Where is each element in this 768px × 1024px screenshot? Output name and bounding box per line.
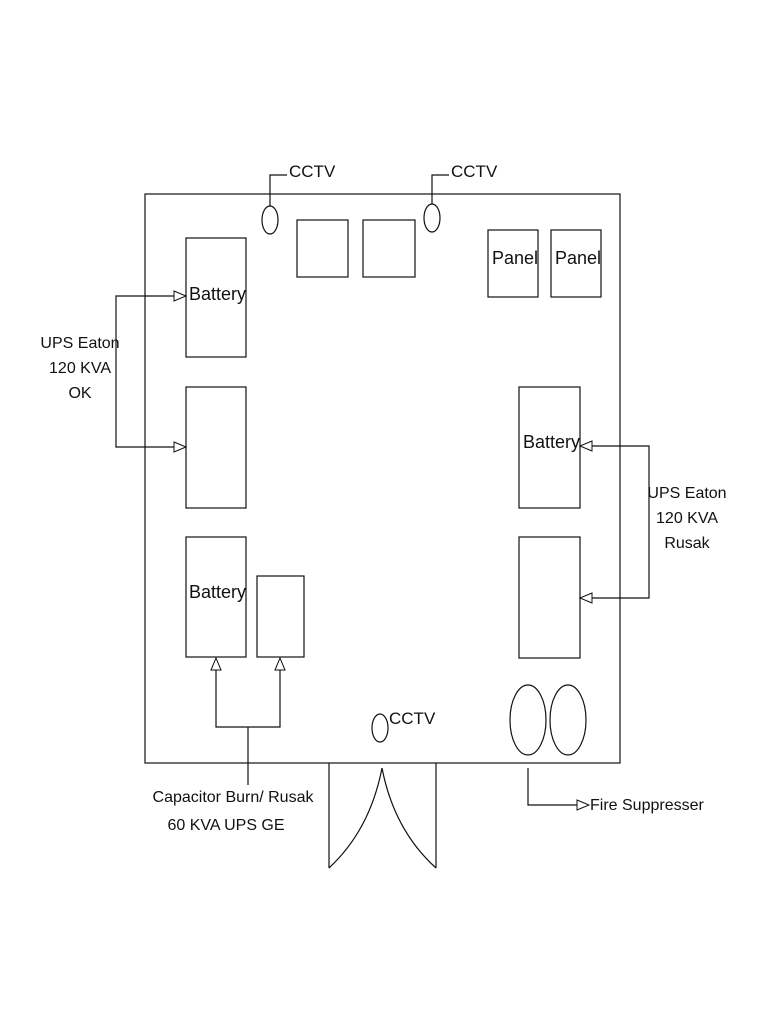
capacitor-label: Capacitor Burn/ Rusak 60 KVA UPS GE <box>153 789 315 834</box>
battery-top-left: Battery <box>185 237 247 358</box>
door <box>328 763 437 869</box>
panel-1-label: Panel <box>492 248 538 268</box>
fire-suppresser-label: Fire Suppresser <box>590 797 704 814</box>
ups-unit-right <box>518 536 581 659</box>
ups-ok-label: UPS Eaton 120 KVA OK <box>40 335 119 402</box>
battery-bottom-left: Battery <box>185 536 247 658</box>
ups-ok-line-2: 120 KVA <box>49 360 111 377</box>
battery-top-left-label: Battery <box>189 284 246 304</box>
fire-tank-2 <box>549 684 587 756</box>
battery-right: Battery <box>518 386 581 509</box>
ups-rusak-line-2: 120 KVA <box>656 510 718 527</box>
cctv-camera-bottom: CCTV <box>371 709 436 743</box>
fire-tank-1 <box>509 684 547 756</box>
ups-unit-left <box>185 386 247 509</box>
capacitor-line-1: Capacitor Burn/ Rusak <box>153 789 315 806</box>
top-cabinet-2 <box>362 219 416 278</box>
top-cabinet-1 <box>296 219 349 278</box>
panel-2: Panel <box>550 229 602 298</box>
panel-2-label: Panel <box>555 248 601 268</box>
panel-1: Panel <box>487 229 539 298</box>
ups-rusak-line-3: Rusak <box>664 535 710 552</box>
cctv-camera-top-left: CCTV <box>261 162 336 235</box>
cctv-label-top-left: CCTV <box>289 162 336 181</box>
ups-ok-line-1: UPS Eaton <box>40 335 119 352</box>
ups-rusak-label: UPS Eaton 120 KVA Rusak <box>647 485 726 552</box>
cctv-camera-top-right: CCTV <box>423 162 498 233</box>
cctv-label-bottom: CCTV <box>389 709 436 728</box>
ups-ge-unit <box>256 575 305 658</box>
capacitor-connector <box>210 656 286 785</box>
ups-rusak-line-1: UPS Eaton <box>647 485 726 502</box>
battery-right-label: Battery <box>523 432 580 452</box>
capacitor-line-2: 60 KVA UPS GE <box>167 817 284 834</box>
ups-rusak-connector <box>578 440 650 604</box>
ups-ok-connector <box>115 290 188 453</box>
ups-ok-line-3: OK <box>68 385 91 402</box>
cctv-label-top-right: CCTV <box>451 162 498 181</box>
battery-bottom-left-label: Battery <box>189 582 246 602</box>
fire-suppresser-connector <box>527 768 591 811</box>
room-outline <box>144 193 621 764</box>
